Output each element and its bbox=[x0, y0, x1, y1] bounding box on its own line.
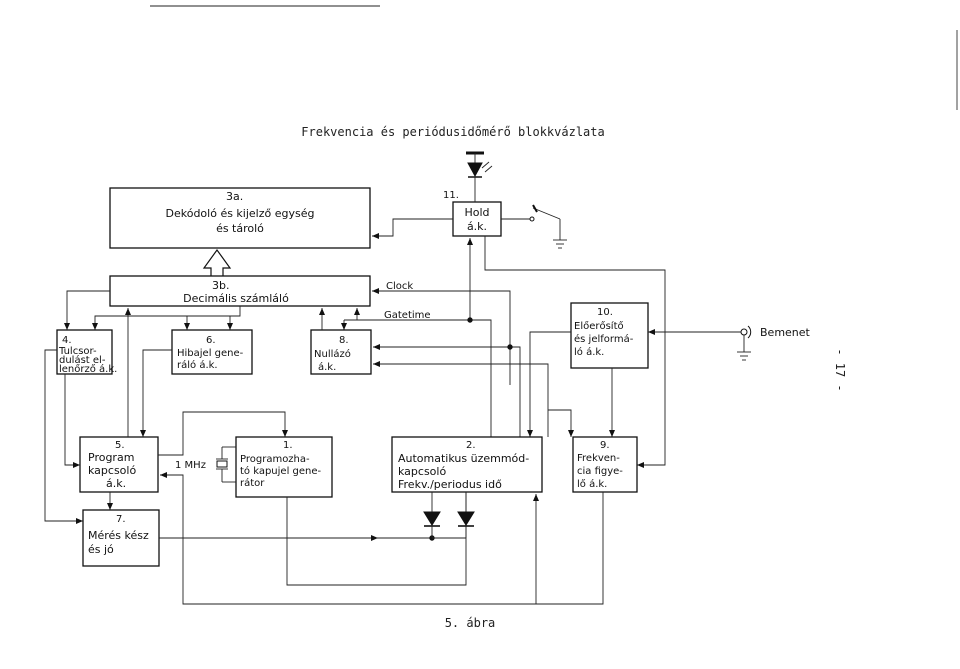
svg-text:Decimális számláló: Decimális számláló bbox=[183, 292, 289, 305]
clock-label: Clock bbox=[386, 281, 413, 292]
block-4-overflow-check: 4. Tulcsor- dulást el- lenőrző á.k. bbox=[56, 329, 117, 375]
svg-text:6.: 6. bbox=[206, 335, 216, 346]
svg-text:lenőrző á.k.: lenőrző á.k. bbox=[59, 363, 117, 375]
svg-text:Nullázó: Nullázó bbox=[314, 348, 351, 360]
svg-text:ráló á.k.: ráló á.k. bbox=[177, 359, 218, 371]
svg-text:Hold: Hold bbox=[464, 206, 489, 219]
diagram-title: Frekvencia és periódusidőmérő blokkvázla… bbox=[301, 125, 604, 139]
input-label: Bemenet bbox=[760, 326, 811, 339]
svg-text:Tulcsor-: Tulcsor- bbox=[58, 346, 97, 357]
svg-text:á.k.: á.k. bbox=[106, 477, 126, 490]
block-9-frequency-monitor: 9. Frekven- cia figye- lő á.k. bbox=[572, 436, 638, 493]
switch-icon bbox=[501, 204, 561, 240]
block-3a-display: 3a. Dekódoló és kijelző egység és tároló bbox=[109, 187, 371, 249]
page-number: - 17 - bbox=[833, 348, 847, 391]
block-1-gate-generator: 1. Programozha- tó kapujel gene- rátor bbox=[235, 436, 333, 498]
svg-text:8.: 8. bbox=[339, 335, 349, 346]
svg-text:Programozha-: Programozha- bbox=[240, 454, 310, 465]
svg-text:és jó: és jó bbox=[88, 543, 114, 556]
svg-text:4.: 4. bbox=[62, 335, 72, 346]
block-3b-counter: 3b. Decimális számláló bbox=[109, 275, 371, 307]
svg-text:9.: 9. bbox=[600, 440, 610, 451]
svg-text:3a.: 3a. bbox=[226, 190, 243, 203]
block-6-error-generator: 6. Hibajel gene- ráló á.k. bbox=[171, 329, 253, 375]
led-icon bbox=[466, 151, 493, 202]
svg-text:dulást el-: dulást el- bbox=[59, 354, 106, 366]
svg-text:7.: 7. bbox=[116, 514, 126, 525]
svg-text:á.k.: á.k. bbox=[318, 361, 336, 373]
svg-text:Dekódoló és kijelző egység: Dekódoló és kijelző egység bbox=[166, 207, 315, 220]
svg-text:tó kapujel gene-: tó kapujel gene- bbox=[240, 465, 322, 477]
block-5-program-switch: 5. Program kapcsoló á.k. bbox=[79, 436, 159, 493]
clock-wire bbox=[372, 288, 511, 385]
svg-text:5.: 5. bbox=[115, 440, 125, 451]
svg-text:lő á.k.: lő á.k. bbox=[577, 478, 607, 490]
svg-text:Hibajel gene-: Hibajel gene- bbox=[177, 348, 244, 359]
svg-text:kapcsoló: kapcsoló bbox=[88, 464, 136, 477]
svg-text:rátor: rátor bbox=[240, 477, 265, 489]
svg-text:cia figye-: cia figye- bbox=[577, 466, 623, 477]
block-2-mode-switch: 2. Automatikus üzemmód- kapcsoló Frekv./… bbox=[391, 436, 543, 493]
figure-caption: 5. ábra bbox=[445, 616, 496, 630]
hold-to-display-wire bbox=[372, 218, 453, 239]
svg-text:Frekv./periodus idő: Frekv./periodus idő bbox=[398, 478, 502, 491]
svg-text:2.: 2. bbox=[466, 440, 476, 451]
block-11-hold: 11. Hold á.k. bbox=[443, 190, 502, 237]
ground-icon bbox=[553, 239, 567, 249]
block-10-preamp: 10. Előerősítő és jelformá- ló á.k. bbox=[570, 302, 649, 369]
svg-text:Automatikus üzemmód-: Automatikus üzemmód- bbox=[398, 452, 529, 465]
gatetime-label: Gatetime bbox=[384, 310, 431, 321]
svg-text:Frekven-: Frekven- bbox=[577, 453, 620, 464]
block-8-reset: 8. Nullázó á.k. bbox=[310, 329, 372, 375]
crystal-icon bbox=[216, 446, 236, 483]
input-connector-icon bbox=[737, 325, 752, 361]
svg-text:kapcsoló: kapcsoló bbox=[398, 465, 446, 478]
svg-text:és jelformá-: és jelformá- bbox=[574, 333, 634, 345]
gatetime-wire bbox=[344, 319, 492, 437]
diode-1-icon bbox=[423, 492, 441, 538]
svg-text:3b.: 3b. bbox=[212, 279, 229, 292]
svg-text:ló á.k.: ló á.k. bbox=[574, 346, 604, 358]
svg-text:11.: 11. bbox=[443, 190, 459, 201]
svg-text:Előerősítő: Előerősítő bbox=[574, 320, 624, 332]
svg-text:10.: 10. bbox=[597, 307, 613, 318]
diode-2-icon bbox=[432, 492, 475, 539]
svg-text:á.k.: á.k. bbox=[467, 220, 487, 233]
block-7-measure-ready: 7. Mérés kész és jó bbox=[82, 509, 160, 567]
svg-text:Mérés kész: Mérés kész bbox=[88, 529, 149, 542]
svg-text:és tároló: és tároló bbox=[216, 222, 264, 235]
hold-to-monitor-wire bbox=[484, 236, 666, 468]
bus-arrow bbox=[202, 248, 232, 276]
crystal-label: 1 MHz bbox=[175, 460, 206, 471]
svg-text:Program: Program bbox=[88, 451, 134, 464]
svg-text:1.: 1. bbox=[283, 440, 293, 451]
